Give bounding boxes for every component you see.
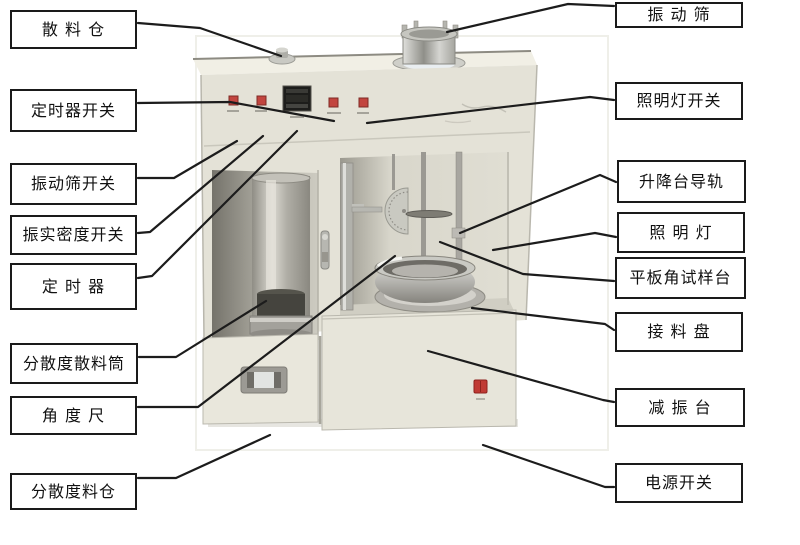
label-box-vibrating-sieve: 振 动 筛 xyxy=(615,2,743,28)
control-panel xyxy=(227,85,507,124)
sample-plate xyxy=(405,210,453,218)
label-box-timer: 定 时 器 xyxy=(10,263,137,310)
leader-sieve-switch xyxy=(136,139,239,180)
leader-dispersion-cylinder xyxy=(137,299,268,359)
panel-button-2 xyxy=(256,95,267,106)
right-chamber xyxy=(340,151,516,320)
label-box-power-switch: 电源开关 xyxy=(615,463,743,503)
panel-button-4 xyxy=(358,97,369,108)
label-box-tap-density-switch: 振实密度开关 xyxy=(10,215,137,255)
leader-tap-density-switch xyxy=(136,134,265,235)
right-lower-cabinet xyxy=(321,309,517,431)
label-box-lift-rail: 升降台导轨 xyxy=(617,160,746,203)
label-box-sieve-switch: 振动筛开关 xyxy=(10,163,137,205)
label-box-damping-platform: 减 振 台 xyxy=(615,388,745,427)
leader-vibrating-sieve xyxy=(445,2,616,34)
label-box-receiving-tray: 接 料 盘 xyxy=(615,312,743,352)
leader-damping-platform xyxy=(426,349,616,404)
panel-button-3 xyxy=(328,97,339,108)
label-box-dispersion-cylinder: 分散度散料筒 xyxy=(10,343,138,384)
machine-photo xyxy=(192,20,538,431)
left-chamber xyxy=(212,170,319,342)
leader-lamp xyxy=(491,231,618,252)
leader-lift-rail xyxy=(458,173,618,235)
timer-display xyxy=(282,85,312,112)
leader-receiving-tray xyxy=(470,306,616,332)
dispersion-cylinder-part xyxy=(249,172,313,339)
vibrating-sieve-part xyxy=(392,20,466,72)
leader-timer-switch xyxy=(136,100,336,123)
bulk-hopper-knob xyxy=(268,47,296,65)
left-drawer-cabinet xyxy=(202,333,322,425)
leader-plate-sample-stage xyxy=(438,240,616,283)
door-latch xyxy=(320,230,330,270)
label-box-dispersion-hopper: 分散度料仓 xyxy=(10,473,137,510)
protractor-arm xyxy=(351,206,383,213)
power-switch-part xyxy=(473,379,488,400)
leader-dispersion-hopper xyxy=(136,433,272,480)
lift-column xyxy=(340,162,364,311)
leader-power-switch xyxy=(481,443,616,489)
leader-angle-ruler xyxy=(136,254,397,409)
label-box-plate-sample-stage: 平板角试样台 xyxy=(615,257,746,299)
drawer-handle xyxy=(240,366,288,394)
leader-timer xyxy=(136,129,299,280)
leader-bulk-hopper xyxy=(136,21,283,58)
leader-lamp-switch xyxy=(365,95,616,125)
panel-button-1 xyxy=(228,95,239,106)
label-box-lamp: 照 明 灯 xyxy=(617,212,745,253)
angle-ruler-part xyxy=(384,187,409,235)
label-box-angle-ruler: 角 度 尺 xyxy=(10,396,137,435)
label-box-lamp-switch: 照明灯开关 xyxy=(615,82,743,120)
leader-lines xyxy=(136,2,618,489)
label-box-timer-switch: 定时器开关 xyxy=(10,89,137,132)
funnel-bowl xyxy=(374,255,476,303)
label-box-bulk-hopper: 散 料 仓 xyxy=(10,10,137,49)
